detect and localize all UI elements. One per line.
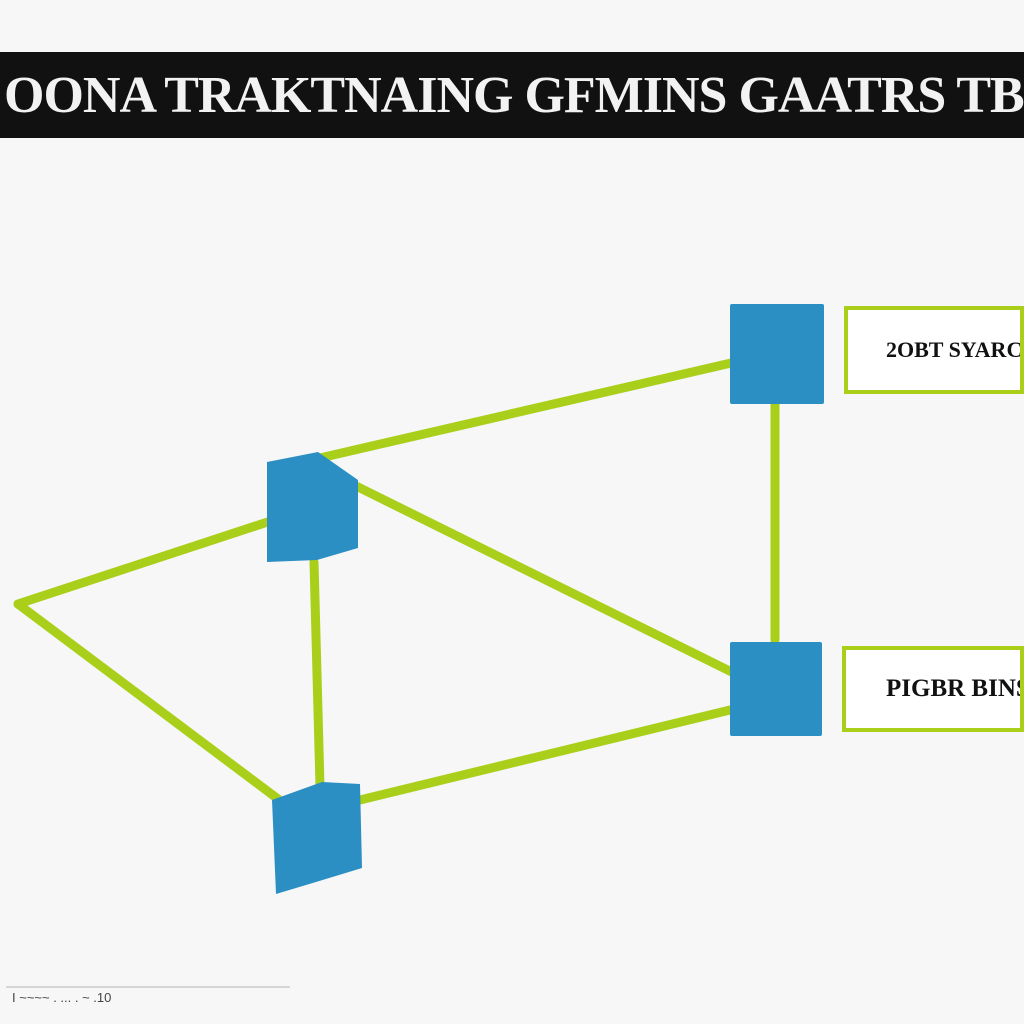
edge-b-c: [309, 557, 325, 791]
node-d[interactable]: [730, 642, 822, 736]
node-c[interactable]: [272, 782, 362, 894]
footer-divider: [6, 986, 290, 1016]
footer-text: I ~~~~ . ... . ~ .10: [12, 990, 112, 1005]
title-bar: OONA TRAKTNAING GFMINS GAATRS TBADIN: [0, 52, 1024, 138]
edge-b-d: [351, 481, 773, 695]
node-b[interactable]: [267, 452, 358, 562]
edge-b-a: [315, 349, 775, 463]
label-box-bottom: PIGBR BINSG: [842, 646, 1024, 732]
edge-left-c: [13, 599, 287, 807]
node-a[interactable]: [730, 304, 824, 404]
label-top-text: 2OBT SYARC: [886, 337, 1023, 362]
label-bottom-text: PIGBR BINSG: [886, 675, 1020, 702]
label-box-top: 2OBT SYARC: [844, 306, 1024, 394]
edge-left-b: [13, 507, 303, 609]
edge-c-d: [355, 705, 735, 805]
diagram-title: OONA TRAKTNAING GFMINS GAATRS TBADIN: [4, 66, 1024, 124]
